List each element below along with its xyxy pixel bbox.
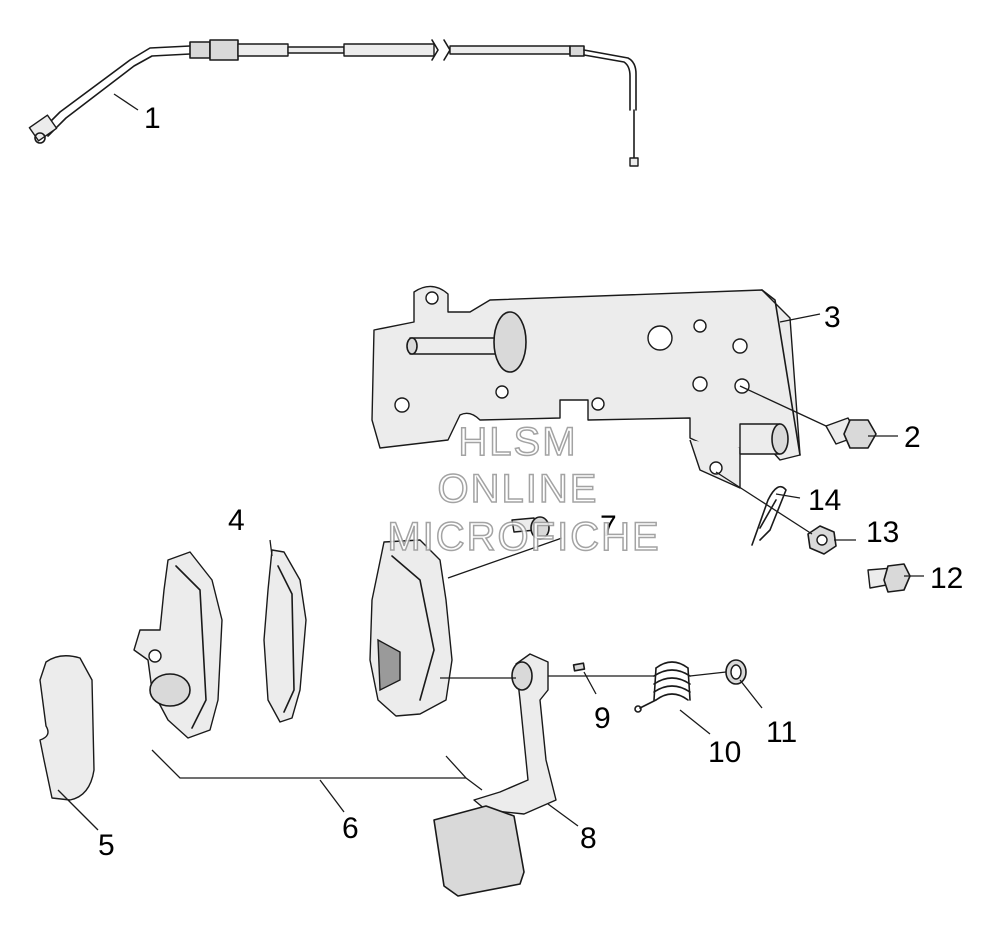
part-8-pedal	[433, 653, 557, 897]
part-6-housing-right	[369, 539, 453, 717]
part-5-cover	[39, 655, 95, 801]
callout-9: 9	[594, 702, 611, 735]
callout-3: 3	[824, 301, 841, 334]
callout-4: 4	[228, 504, 245, 537]
part-1-cable	[28, 39, 639, 167]
part-4-gasket	[263, 549, 307, 723]
watermark-line-2: ONLINE	[438, 467, 599, 511]
callout-labels: 1 2 3 4 5 6 7 8 9 10 11 12 13 14	[98, 102, 963, 862]
part-9-key	[572, 662, 586, 672]
part-14-clip	[751, 485, 787, 546]
callout-2: 2	[904, 421, 921, 454]
leader-lines	[57, 93, 924, 831]
watermark: HLSM ONLINE MICROFICHE	[387, 419, 660, 560]
callout-7: 7	[600, 510, 617, 543]
callout-6: 6	[342, 812, 359, 845]
callout-10: 10	[708, 736, 741, 769]
part-7-screw	[511, 516, 550, 540]
callout-14: 14	[808, 484, 841, 517]
callout-11: 11	[766, 716, 797, 749]
part-12-bolt	[867, 563, 911, 593]
watermark-line-3: MICROFICHE	[387, 515, 660, 559]
part-3-bracket	[371, 285, 801, 489]
callout-1: 1	[144, 102, 161, 135]
part-11-bushing	[725, 659, 747, 685]
callout-13: 13	[866, 516, 899, 549]
watermark-line-1: HLSM	[458, 420, 577, 464]
callout-5: 5	[98, 829, 115, 862]
callout-8: 8	[580, 822, 597, 855]
part-10-spring	[634, 661, 691, 713]
part-13-nut	[807, 525, 837, 555]
callout-12: 12	[930, 562, 963, 595]
part-2-bolt	[825, 417, 877, 449]
part-6-housing-left	[133, 551, 223, 739]
